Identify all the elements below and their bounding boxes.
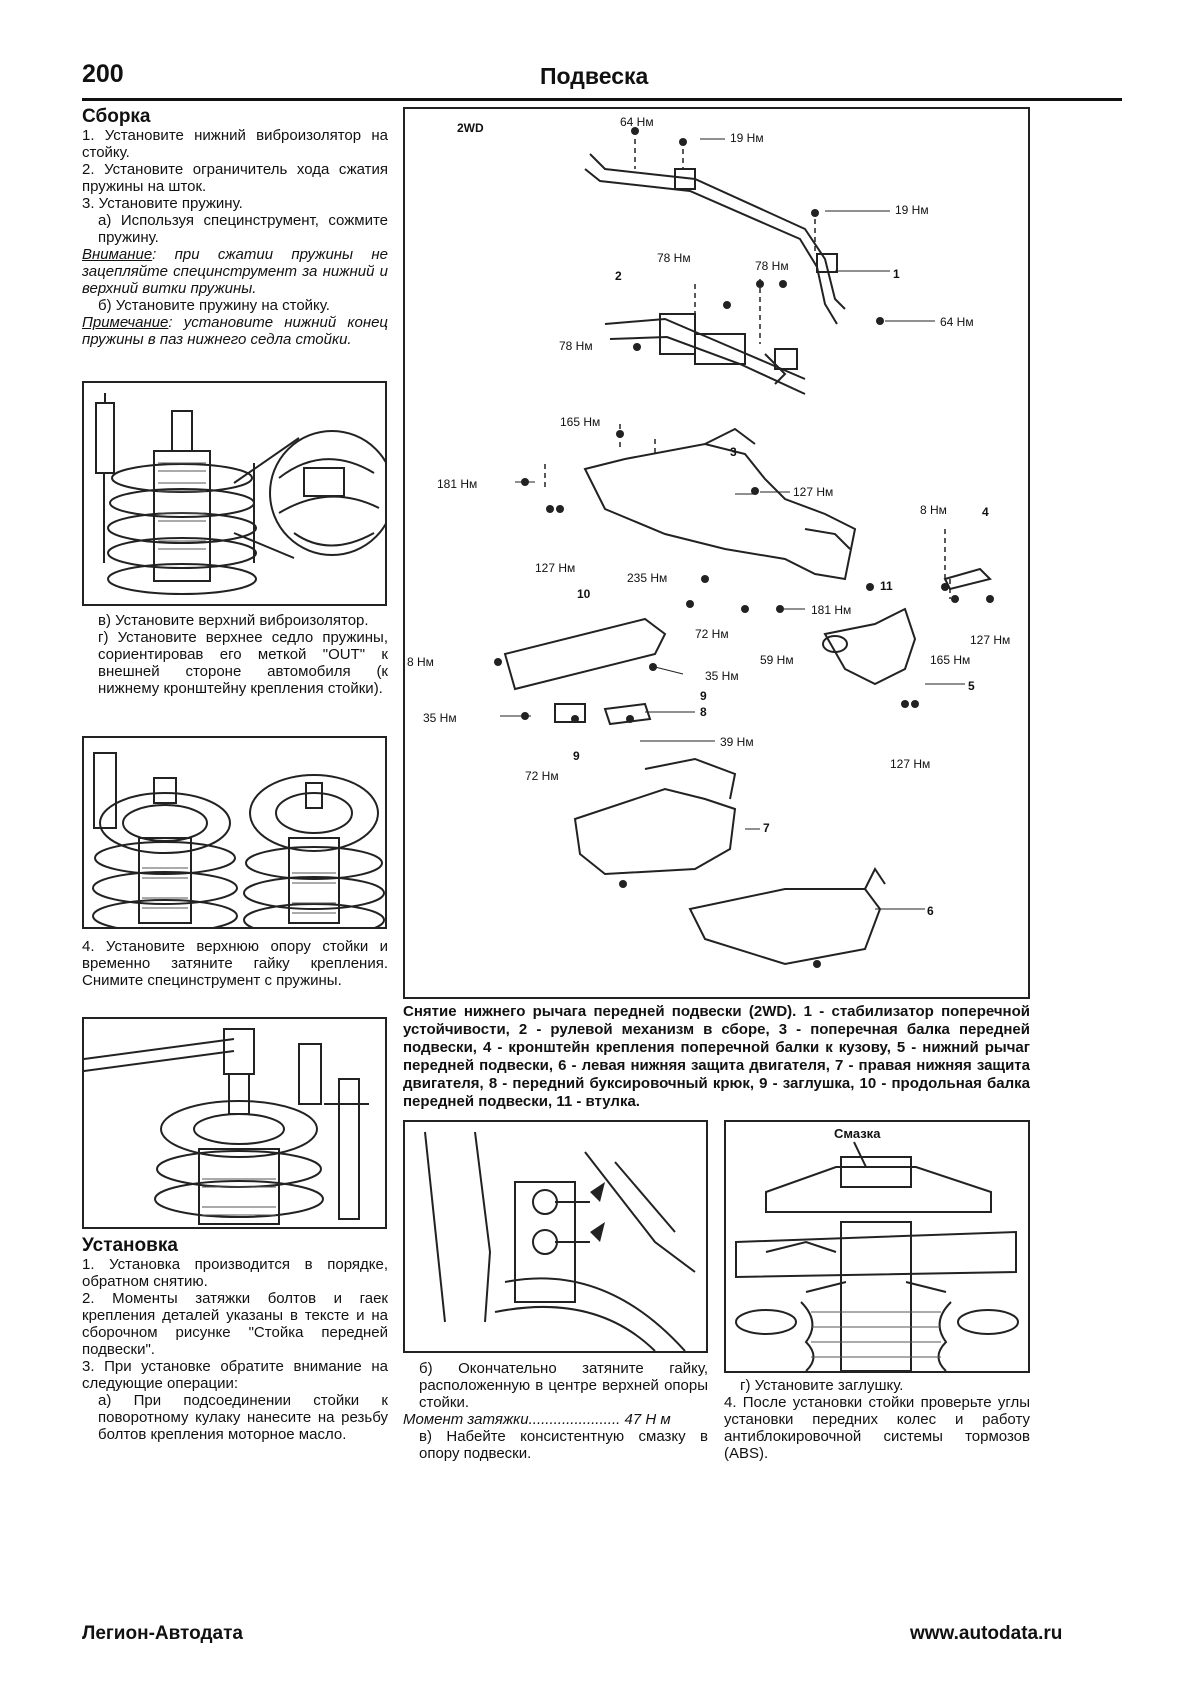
note-label: Примечание [82,314,169,331]
remark-note: Примечание: установите нижний конец пруж… [82,314,388,348]
final-tighten-step: б) Окончательно затяните гайку, располож… [419,1360,708,1411]
install-step-2: 2. Моменты затяжки болтов и гаек креплен… [82,1290,388,1358]
page-number: 200 [82,60,124,88]
mid-bottom-text: б) Окончательно затяните гайку, располож… [403,1360,708,1462]
grease-point-illustration [735,1141,1019,1371]
part-number-9b: 9 [573,749,580,763]
part-number-1: 1 [893,267,900,281]
torque-label-6: 78 Нм [559,339,593,353]
torque-label-8: 165 Нм [560,415,601,429]
publisher-url[interactable]: www.autodata.ru [910,1623,1063,1644]
part-number-4: 4 [982,505,989,519]
torque-spec-dots: ...................... [528,1411,621,1428]
upper-mount-figure [82,1017,387,1229]
part-number-9a: 9 [700,689,707,703]
torque-label-19: 8 Нм [920,503,947,517]
page-title: Подвеска [540,63,649,89]
assembly-step-v: в) Установите верхний виброизолятор. [98,612,369,629]
suspension-exploded-illustration [494,127,994,968]
right-bottom-text: г) Установите заглушку. 4. После установ… [724,1377,1030,1462]
plug-install-step: г) Установите заглушку. [740,1377,904,1394]
upper-seat-illustration [92,752,385,927]
upper-seat-figure [82,736,387,929]
diagram-caption: Снятие нижнего рычага передней подвески … [403,1003,1030,1110]
torque-label-15: 181 Нм [811,603,852,617]
part-number-5: 5 [968,679,975,693]
torque-spec-label: Момент затяжки [403,1411,529,1428]
assembly-step-3a: а) Используя специнструмент, сожмите пру… [98,212,388,246]
warning-text: : при сжатии пружины не зацепляйте специ… [82,246,388,297]
torque-label-11: 127 Нм [535,561,576,575]
assembly-step-g: г) Установите верхнее седло пружины, сор… [98,629,388,697]
publisher-name: Легион-Автодата [82,1623,243,1644]
installation-section: Установка 1. Установка производится в по… [82,1235,388,1443]
torque-spec-value: 47 Н м [624,1411,671,1428]
torque-label-18: 127 Нм [970,633,1011,647]
install-step-3: 3. При установке обратите внимание на сл… [82,1358,388,1392]
warning-label: Внимание [82,246,153,263]
warning-note: Внимание: при сжатии пружины не зацепляй… [82,246,388,297]
part-number-2: 2 [615,269,622,283]
installation-heading: Установка [82,1235,178,1256]
upper-mount-illustration [84,1028,369,1225]
install-step-3a: а) При подсоединении стойки к поворотном… [98,1392,388,1443]
torque-spec: Момент затяжки...................... 47 … [403,1411,708,1428]
part-number-3: 3 [730,445,737,459]
install-step-1: 1. Установка производится в порядке, обр… [82,1256,388,1290]
part-number-10: 10 [577,587,591,601]
diagram-variant-label: 2WD [457,121,484,135]
spring-compressor-illustration [95,393,385,595]
spring-compressor-figure [82,381,387,606]
assembly-step-4: 4. Установите верхнюю опору стойки и вре… [82,938,388,989]
assembly-step-1: 1. Установите нижний виброизолятор на ст… [82,127,388,161]
part-number-8: 8 [700,705,707,719]
part-number-11: 11 [880,579,893,593]
seat-steps: в) Установите верхний виброизолятор. г) … [82,612,388,697]
part-number-7: 7 [763,821,770,835]
assembly-step-3: 3. Установите пружину. [82,195,243,212]
assembly-section: Сборка 1. Установите нижний виброизолято… [82,106,388,348]
torque-label-22: 72 Нм [525,769,559,783]
torque-label-14: 72 Нм [695,627,729,641]
torque-label-21: 35 Нм [423,711,457,725]
part-number-6: 6 [927,904,934,918]
strut-knuckle-figure [403,1120,708,1353]
assembly-step-2: 2. Установите ограничитель хода сжатия п… [82,161,388,195]
torque-label-17: 165 Нм [930,653,971,667]
torque-label-13: 8 Нм [407,655,434,669]
grease-step: в) Набейте консистентную смазку в опору … [419,1428,708,1462]
torque-label-16: 59 Нм [760,653,794,667]
header-rule [82,98,1122,101]
grease-point-figure: Смазка [724,1120,1030,1373]
torque-label-5: 78 Нм [755,259,789,273]
grease-label: Смазка [834,1126,881,1141]
torque-label-4: 78 Нм [657,251,691,265]
upper-mount-step: 4. Установите верхнюю опору стойки и вре… [82,938,388,989]
torque-label-2: 19 Нм [730,131,764,145]
torque-label-9: 181 Нм [437,477,478,491]
alignment-check-step: 4. После установки стойки проверьте углы… [724,1394,1030,1462]
torque-label-23: 39 Нм [720,735,754,749]
torque-label-3: 19 Нм [895,203,929,217]
assembly-step-3b: б) Установите пружину на стойку. [98,297,330,314]
torque-label-12: 235 Нм [627,571,668,585]
suspension-exploded-diagram: 2WD 64 Нм 19 Нм 19 Нм 78 Нм 78 Нм 78 Нм … [403,107,1030,999]
strut-knuckle-illustration [424,1131,696,1351]
torque-label-10: 127 Нм [793,485,834,499]
torque-label-1: 64 Нм [620,115,654,129]
torque-label-20: 35 Нм [705,669,739,683]
torque-label-24: 127 Нм [890,757,931,771]
torque-label-7: 64 Нм [940,315,974,329]
assembly-heading: Сборка [82,106,151,127]
note-text: : установите нижний конец пружины в паз … [82,314,388,348]
